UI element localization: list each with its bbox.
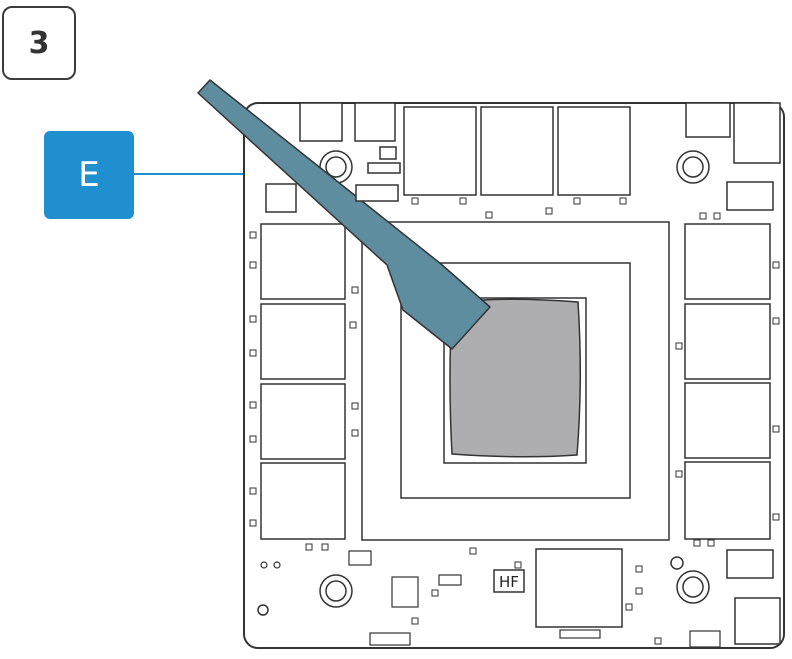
thermal-paste — [449, 298, 582, 458]
side-connectors — [265, 146, 781, 645]
top-component — [299, 102, 343, 142]
right-memory-chips — [684, 223, 771, 540]
top-component — [354, 102, 396, 142]
callout-letter-badge: E — [44, 131, 134, 219]
smd-pads — [249, 197, 780, 645]
hf-label-box — [493, 569, 525, 593]
top-chip — [480, 106, 554, 196]
top-chip-row — [299, 102, 781, 196]
hf-label: HF — [499, 573, 519, 591]
mounting-holes — [257, 150, 710, 616]
top-component — [685, 102, 731, 138]
top-component — [733, 102, 781, 164]
spatula-tool — [197, 79, 491, 350]
lower-components — [260, 550, 721, 648]
step-number-badge: 3 — [2, 6, 76, 80]
top-chip — [403, 106, 477, 196]
top-chip — [557, 106, 631, 196]
left-memory-chips — [260, 223, 346, 540]
